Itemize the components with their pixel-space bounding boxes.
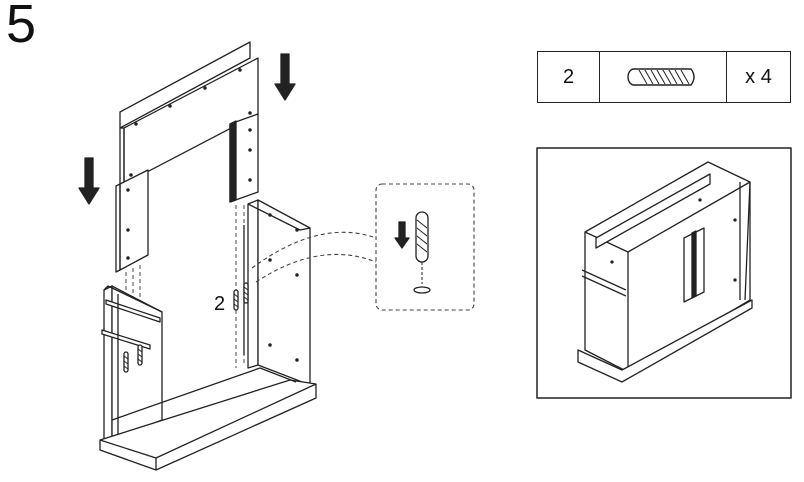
top-panel-left-leg [115, 169, 149, 273]
left-side-panel [101, 285, 163, 445]
part-image-cell [600, 52, 727, 102]
base-plinth [99, 367, 317, 471]
top-panel-right-leg [229, 113, 259, 203]
step-number: 5 [6, 0, 37, 54]
down-arrow-icon [274, 53, 296, 101]
wooden-dowel-icon [627, 68, 695, 86]
parts-table: 2 x 4 [537, 51, 791, 103]
dowels-right [233, 282, 249, 311]
dowel-callout-label-right: 2 [214, 293, 226, 315]
part-quantity-cell: x 4 [745, 65, 772, 88]
down-arrow-icon [78, 157, 100, 205]
finished-assembly-view [536, 147, 792, 399]
part-id-cell: 2 [538, 52, 600, 102]
dowels-left [123, 344, 143, 373]
top-panel [119, 41, 259, 185]
right-side-panel [243, 199, 311, 386]
dowel-detail-callout [251, 183, 475, 311]
